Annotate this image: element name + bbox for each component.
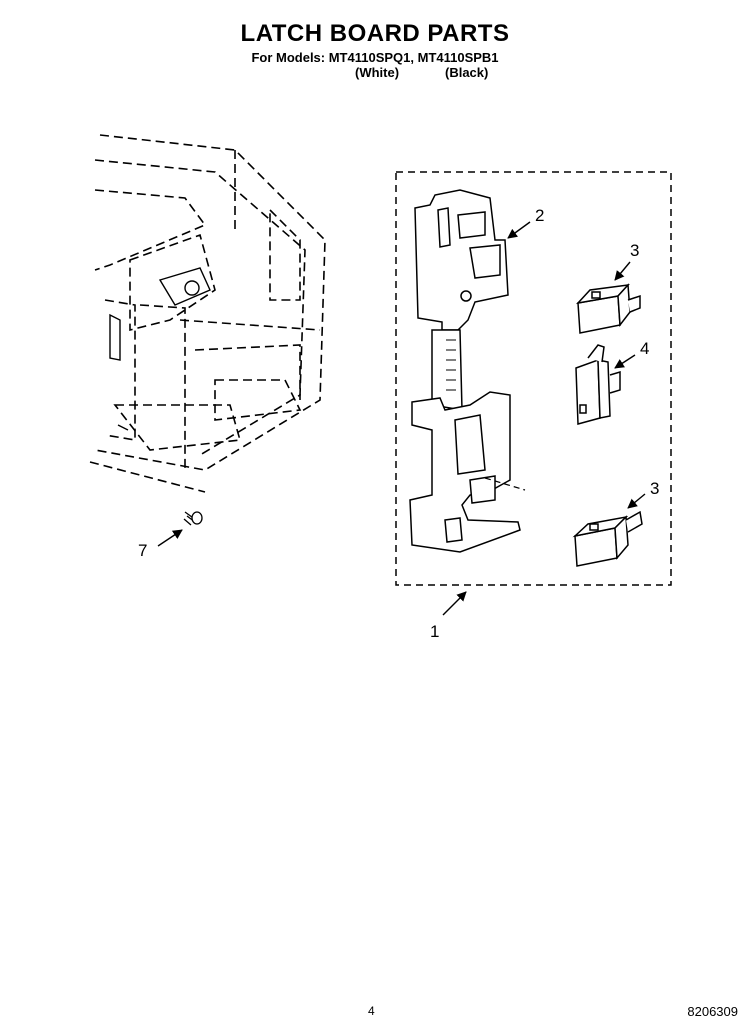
- switch-lower-part: [572, 510, 643, 567]
- callout-1: 1: [430, 622, 439, 641]
- latch-board-ribs: [446, 339, 456, 391]
- cabinet-solid-accents: [109, 267, 211, 431]
- document-number: 8206309: [687, 1004, 738, 1019]
- variant-black-label: (Black): [445, 65, 489, 80]
- page-number: 4: [368, 1004, 375, 1018]
- callout-2: 2: [535, 206, 544, 225]
- switch-vertical-part: [575, 344, 621, 425]
- leader-arrows: [157, 221, 646, 616]
- switch-upper-part: [575, 283, 641, 334]
- latch-board-centerline: [484, 477, 526, 491]
- screw-part: [183, 511, 203, 526]
- variant-white-label: (White): [355, 65, 400, 80]
- callout-3-upper: 3: [630, 241, 639, 260]
- latch-board-part: [409, 189, 521, 553]
- kit-boundary: [395, 171, 672, 586]
- page-title: LATCH BOARD PARTS: [240, 20, 510, 47]
- cabinet-outline: [89, 134, 326, 493]
- callout-3-lower: 3: [650, 479, 659, 498]
- callout-7: 7: [138, 541, 147, 560]
- callout-4: 4: [640, 339, 649, 358]
- models-line: For Models: MT4110SPQ1, MT4110SPB1: [251, 50, 499, 65]
